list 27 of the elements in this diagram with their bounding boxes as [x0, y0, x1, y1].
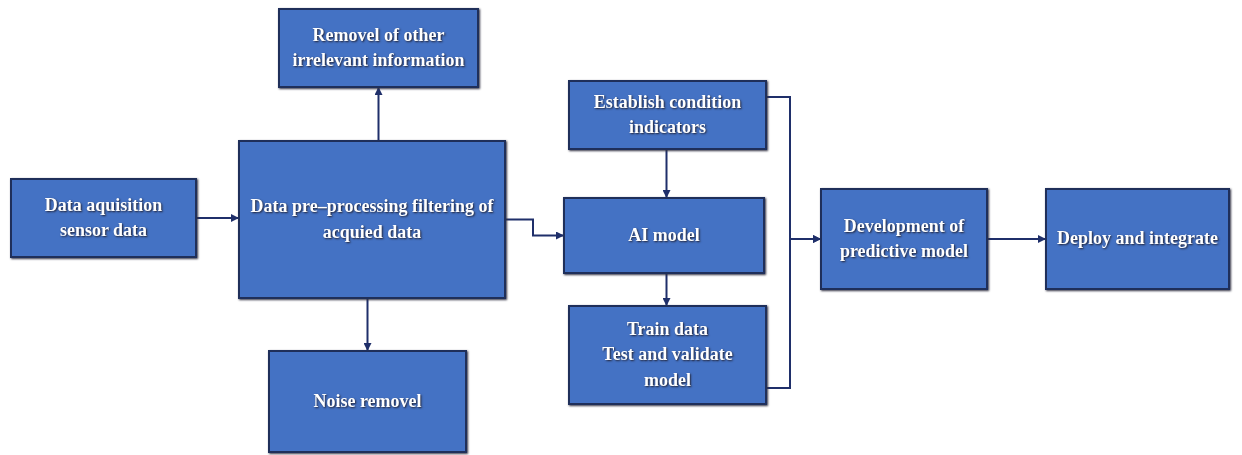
arrow	[766, 235, 821, 389]
process-box	[238, 140, 506, 299]
box-label: Development of predictive model	[838, 214, 970, 263]
arrow	[662, 149, 671, 198]
box-label: Train data	[626, 318, 709, 342]
arrow	[505, 218, 564, 240]
arrow	[196, 214, 239, 222]
process-box	[563, 197, 765, 274]
box-label: Data pre–processing filtering of acquied data	[249, 195, 495, 244]
arrow	[374, 87, 383, 141]
box-label: Removel of other irrelevant information	[291, 23, 466, 72]
box-label: Establish condition indicators	[592, 90, 743, 139]
arrow	[987, 235, 1046, 243]
box-label: Test and validate model	[601, 343, 734, 392]
process-box	[10, 178, 197, 258]
process-box	[268, 350, 467, 453]
process-box	[568, 305, 767, 405]
arrow	[662, 273, 671, 306]
box-label: Data aquisition sensor data	[43, 193, 164, 242]
process-box	[1045, 188, 1230, 290]
arrow	[363, 298, 372, 351]
process-box	[820, 188, 988, 290]
process-box	[278, 8, 479, 88]
box-label: AI model	[628, 223, 700, 247]
box-label: Noise removel	[313, 389, 422, 413]
process-box	[568, 80, 767, 150]
box-label: Deploy and integrate	[1057, 227, 1218, 251]
